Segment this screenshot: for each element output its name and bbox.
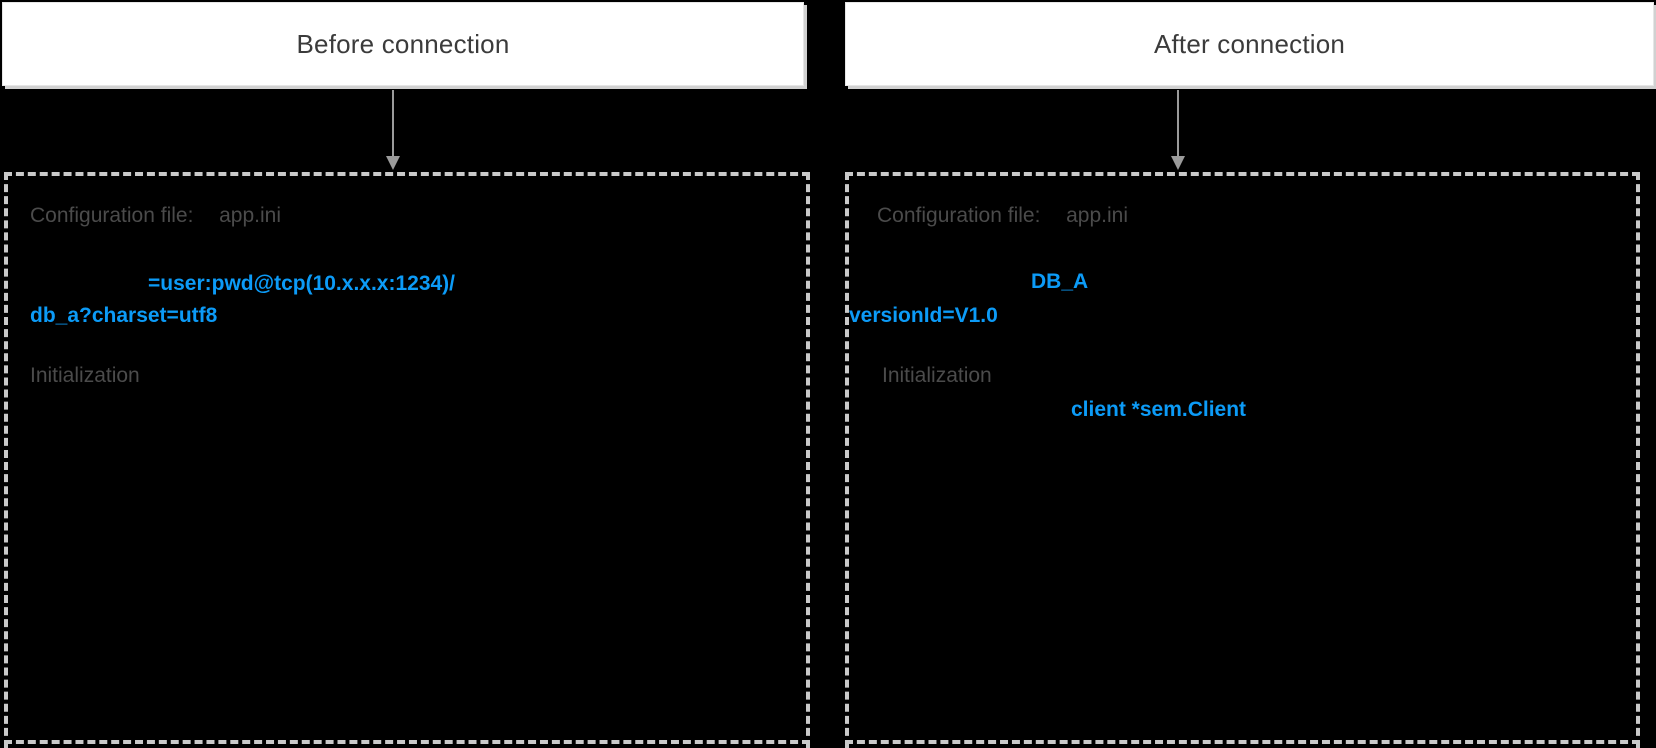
code-line-db-name: DB_A [1031,270,1089,293]
arrow-shaft [392,90,394,160]
arrow-down-after [1171,90,1185,174]
code-line-dsn-part1: =user:pwd@tcp(10.x.x.x:1234)/ [148,272,456,295]
header-card-before: Before connection [2,2,804,86]
arrow-down-before [386,90,400,174]
arrow-head-icon [1171,156,1185,170]
initialization-label-before: Initialization [30,364,140,387]
arrow-shaft [1177,90,1179,160]
config-file-label: Configuration file: [877,204,1041,227]
panel-before-content: Configuration file: app.ini =user:pwd@tc… [8,176,806,748]
config-file-name: app.ini [1066,204,1129,227]
header-card-after: After connection [845,2,1654,86]
code-line-version-id: versionId=V1.0 [849,304,998,327]
arrow-head-icon [386,156,400,170]
code-line-dsn-part2: db_a?charset=utf8 [30,304,218,327]
panel-before-connection: Configuration file: app.ini =user:pwd@tc… [4,172,810,748]
header-title-after: After connection [1153,28,1346,59]
code-line-client-decl: client *sem.Client [1071,398,1247,421]
panel-after-content: Configuration file: app.ini DB_A version… [849,176,1636,748]
initialization-label-after: Initialization [882,364,992,387]
panel-after-connection: Configuration file: app.ini DB_A version… [845,172,1640,748]
config-file-line-before: Configuration file: app.ini [30,204,281,228]
config-file-name: app.ini [219,204,282,227]
header-title-before: Before connection [296,28,510,59]
config-file-line-after: Configuration file: app.ini [877,204,1128,228]
config-file-label: Configuration file: [30,204,194,227]
